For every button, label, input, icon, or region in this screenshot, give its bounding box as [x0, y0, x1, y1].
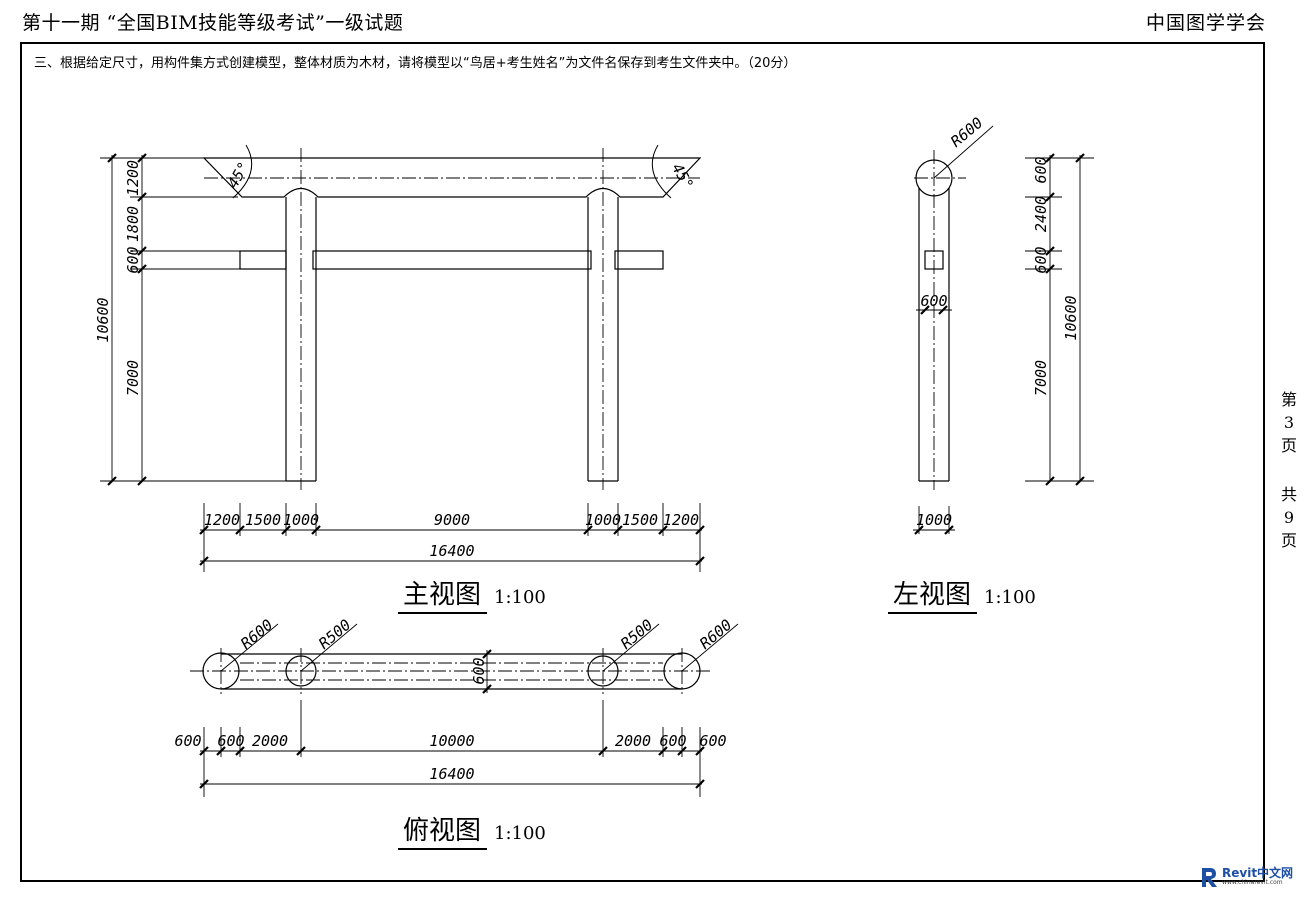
page-indicator: 第 3 页 共 9 页 [1278, 388, 1300, 552]
revit-logo[interactable]: Revit中文网 www.chinarevit.com [1200, 864, 1308, 892]
top-beam-outline [202, 157, 702, 198]
dim-label-b5: 1000 [585, 511, 621, 529]
dim-label-10600-v: 10600 [94, 297, 112, 342]
top-radius-label-3: R500 [617, 616, 656, 653]
page-char-4: 共 [1280, 485, 1297, 504]
page-total: 9 [1283, 508, 1295, 527]
side-view-scale: 1:100 [984, 587, 1036, 608]
top-radius-label-4: R600 [696, 616, 735, 653]
organization-name: 中国图学学会 [1145, 12, 1266, 34]
side-dim-label-2400: 2400 [1032, 196, 1050, 232]
top-leader-r500-left [300, 623, 358, 672]
angle-arc-right [651, 144, 672, 199]
top-dim-label-2: 600 [217, 732, 244, 750]
top-dim-label-3: 2000 [252, 732, 288, 750]
dim-label-1200-v: 1200 [124, 160, 142, 196]
front-view [100, 144, 705, 614]
logo-brand: Revit中文网 [1222, 866, 1294, 880]
angle-label-left: 45° [224, 159, 253, 191]
drawing-frame [20, 42, 1265, 882]
tie-beam-right-end [614, 250, 664, 270]
exam-title: 第十一期 “全国BIM技能等级考试”一级试题 [22, 12, 404, 34]
page-char-3: 页 [1280, 436, 1297, 455]
top-dim-label-6: 600 [659, 732, 686, 750]
side-ticks [1045, 153, 1085, 486]
tie-beam-middle [312, 250, 592, 270]
dim-label-b6: 1500 [622, 511, 658, 529]
top-radius-label-2: R500 [315, 616, 354, 653]
dim-label-7000-v: 7000 [124, 360, 142, 396]
side-tie-section [924, 250, 944, 270]
dim-label-b3: 1000 [283, 511, 319, 529]
top-dim-label-7: 600 [699, 732, 726, 750]
dim-label-b1: 1200 [204, 511, 240, 529]
ticks-bottom [199, 525, 705, 566]
side-dim-label-600-mid: 600 [1032, 246, 1050, 273]
top-view-scale: 1:100 [494, 823, 546, 844]
top-view-title: 俯视图 [403, 816, 481, 846]
page-char-6: 页 [1280, 531, 1297, 550]
dim-label-1800-v: 1800 [124, 206, 142, 242]
angle-arc-left [232, 144, 253, 199]
top-dim-label-total: 16400 [429, 765, 474, 783]
side-dim-label-7000: 7000 [1032, 360, 1050, 396]
side-dim-label-600-top: 600 [1032, 156, 1050, 183]
top-view [190, 623, 739, 850]
dim-label-b7: 1200 [663, 511, 699, 529]
page-char-1: 第 [1280, 390, 1297, 409]
revit-r-icon [1202, 868, 1217, 887]
top-dim-label-4: 10000 [429, 732, 474, 750]
front-view-title: 主视图 [403, 580, 481, 610]
side-dim-label-10600: 10600 [1062, 295, 1080, 340]
side-view-title: 左视图 [893, 580, 971, 610]
dim-label-total: 16400 [429, 542, 474, 560]
top-dim-label-5: 2000 [615, 732, 651, 750]
side-dim-1000-label: 1000 [916, 511, 952, 529]
side-dim-600-label: 600 [920, 292, 947, 310]
logo-url: www.chinarevit.com [1222, 879, 1283, 886]
dim-label-600-v: 600 [124, 246, 142, 273]
top-ticks [199, 746, 705, 789]
side-radius-label: R600 [947, 114, 986, 151]
top-radius-label-1: R600 [237, 616, 276, 653]
dim-label-b2: 1500 [245, 511, 281, 529]
top-leader-r600-right [681, 623, 739, 672]
side-radius-leader [933, 125, 994, 179]
question-text: 三、根据给定尺寸，用构件集方式创建模型，整体材质为木材，请将模型以“鸟居+考生姓… [34, 56, 797, 71]
top-dim-label-1: 600 [174, 732, 201, 750]
side-view [888, 125, 1094, 614]
dim-label-b4: 9000 [434, 511, 470, 529]
tie-beam-left-end [239, 250, 287, 270]
top-leader-r600-left [220, 623, 279, 672]
page-number: 3 [1283, 413, 1295, 432]
ticks-left [107, 153, 147, 486]
front-view-scale: 1:100 [494, 587, 546, 608]
top-leader-r500-right [602, 623, 660, 672]
top-beam-width-label: 600 [470, 657, 488, 684]
